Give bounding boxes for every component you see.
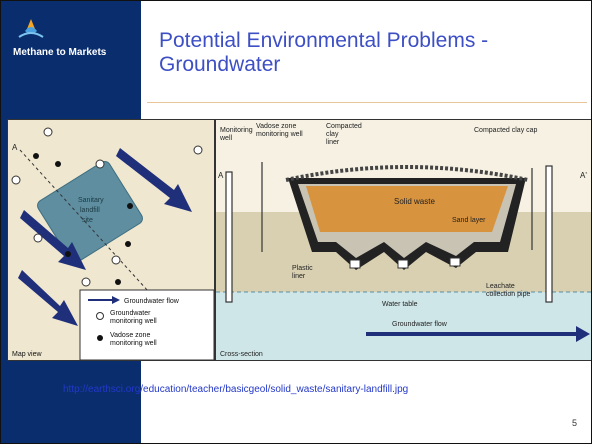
groundwater-zone [216,292,591,360]
label-groundwater-flow: Groundwater flow [392,321,448,328]
gw-monitoring-well-left [225,171,233,303]
site-label-1: Sanitary [78,197,104,204]
vz-well [33,153,39,159]
vz-well [55,161,61,167]
flow-arrow-3 [18,270,78,326]
gw-well [43,127,53,137]
section-end-a: A [12,143,18,152]
source-url[interactable]: http://earthsci.org/education/teacher/ba… [63,384,409,395]
clay-cap [285,165,529,182]
label-sand-layer: Sand layer [452,217,486,224]
leachate-pipes [349,257,461,269]
gw-well [11,175,21,185]
logo-text: Methane to Markets [13,47,107,58]
gw-monitoring-well-right [545,165,553,303]
slide-title: Potential Environmental Problems - Groun… [159,29,579,77]
section-line [19,149,159,303]
map-view-panel: Sanitary landfill site A A' [7,119,215,361]
cross-section-label: Cross-section [220,351,263,358]
label-vadose-well-2: monitoring well [256,131,303,138]
gw-well [193,145,203,155]
methane-logo-icon [18,19,44,38]
label-leachate-pipe-2: collection pipe [486,291,530,298]
vz-well [127,203,133,209]
title-divider [147,102,587,103]
label-end-a-prime: A' [580,171,587,180]
page-number: 5 [571,418,577,428]
map-view-diagram: Sanitary landfill site A A' [8,120,214,360]
legend-gw-well-2: monitoring well [110,318,157,325]
label-plastic-liner-2: liner [292,273,306,280]
vadose-wells [33,153,133,285]
slide-title-line-1: Potential Environmental Problems - [159,29,489,52]
label-compacted-liner-2: clay [326,131,339,138]
solid-waste [306,186,508,232]
label-compacted-liner-1: Compacted [326,123,362,130]
label-water-table: Water table [382,301,418,308]
vz-well [65,251,71,257]
landfill-site: Sanitary landfill site [37,160,143,264]
gw-well [95,159,105,169]
label-solid-waste: Solid waste [394,197,435,206]
legend-vz-well-1: Vadose zone [110,332,150,339]
label-vadose-well-1: Vadose zone [256,123,296,130]
label-end-a: A [218,171,224,180]
site-label-3: site [82,217,93,224]
flow-arrow-1 [116,148,192,212]
label-monitoring-well-2: well [219,135,233,142]
cross-section-wells [225,162,553,303]
gw-well [81,277,91,287]
map-view-label: Map view [12,351,43,358]
cross-section-diagram: Monitoring well Vadose zone monitoring w… [216,120,591,360]
cross-flow-arrow [366,326,590,342]
label-leachate-pipe-1: Leachate [486,283,515,290]
cross-section-panel: Monitoring well Vadose zone monitoring w… [215,119,591,361]
legend-vz-well-2: monitoring well [110,340,157,347]
label-compacted-liner-3: liner [326,139,340,146]
vz-well [125,241,131,247]
label-clay-cap: Compacted clay cap [474,127,538,134]
site-label-2: landfill [80,207,100,214]
label-plastic-liner-1: Plastic [292,265,313,272]
label-monitoring-well-1: Monitoring [220,127,253,134]
gw-well [33,233,43,243]
gw-well [111,255,121,265]
vz-well [115,279,121,285]
slide-title-line-2: Groundwater [159,53,281,76]
legend-gw-well-1: Groundwater [110,310,151,317]
map-legend: Groundwater flow Groundwater monitoring … [79,289,214,360]
legend-flow: Groundwater flow [124,298,180,305]
